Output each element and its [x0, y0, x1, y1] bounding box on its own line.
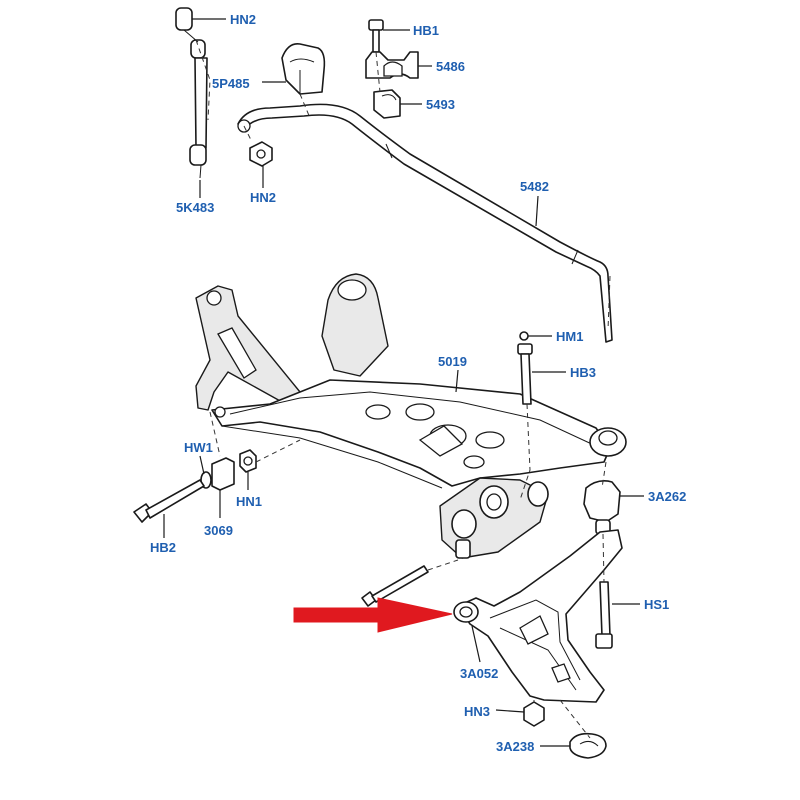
callout-hn3: HN3 [464, 704, 490, 719]
alignment-lines [195, 39, 611, 739]
retaining-clip [569, 732, 607, 759]
callout-5k483: 5K483 [176, 200, 214, 215]
callout-5493: 5493 [426, 97, 455, 112]
callout-5482: 5482 [520, 179, 549, 194]
callout-5p485: 5P485 [212, 76, 250, 91]
callout-3a238: 3A238 [496, 739, 534, 754]
stabilizer-clamp [281, 42, 326, 95]
callout-3069: 3069 [204, 523, 233, 538]
bracket-bolt-and-clamp [365, 19, 419, 79]
callout-hw1: HW1 [184, 440, 213, 455]
callout-hb1: HB1 [413, 23, 439, 38]
link-nut [249, 141, 273, 167]
callout-hb2: HB2 [150, 540, 176, 555]
callout-hm1: HM1 [556, 329, 583, 344]
stabilizer-bar [237, 103, 613, 343]
callout-hn2-mid: HN2 [250, 190, 276, 205]
stabilizer-link [175, 7, 208, 179]
callout-hn2-top: HN2 [230, 12, 256, 27]
callout-3a262: 3A262 [648, 489, 686, 504]
highlight-arrow [293, 597, 453, 633]
vertical-bolt-hs1 [595, 581, 613, 649]
callout-3a052: 3A052 [460, 666, 498, 681]
callout-labels: HN2 HB1 5486 5P485 5493 5K483 HN2 5482 H… [150, 12, 686, 754]
callout-5019: 5019 [438, 354, 467, 369]
subframe-bushing-set [200, 449, 257, 491]
vertical-bolt-hb3 [517, 331, 533, 405]
front-subframe [195, 273, 627, 559]
callout-hb3: HB3 [570, 365, 596, 380]
lower-control-arm [453, 529, 623, 703]
callout-hn1: HN1 [236, 494, 262, 509]
rear-bushing [583, 480, 621, 535]
stabilizer-bushing [373, 89, 401, 119]
long-bolt-hb2 [133, 479, 205, 523]
leader-lines [163, 18, 644, 747]
callout-5486: 5486 [436, 59, 465, 74]
callout-hs1: HS1 [644, 597, 669, 612]
arm-pivot-bolt [361, 565, 429, 607]
ball-joint-nut [523, 701, 545, 727]
